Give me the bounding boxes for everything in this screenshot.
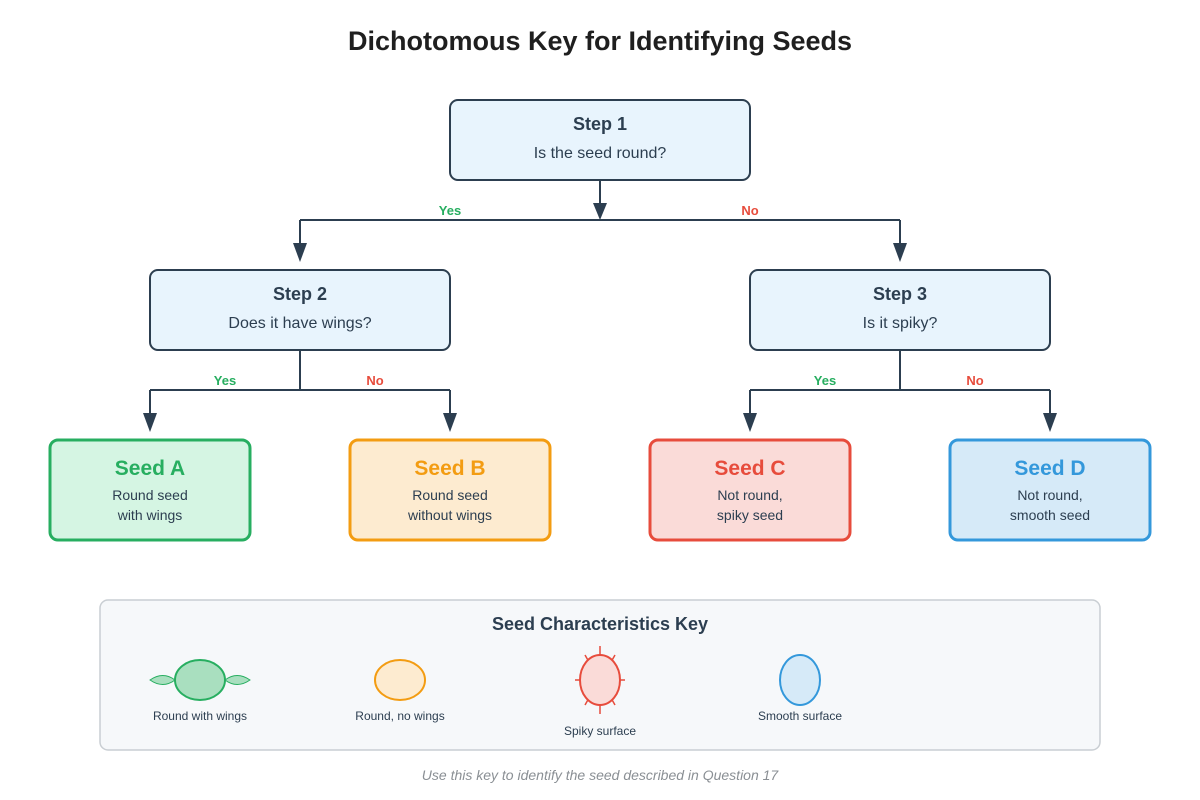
connectors-step3	[743, 350, 1057, 432]
key-label-round-no-wings: Round, no wings	[355, 709, 444, 723]
key-label-spiky-surface: Spiky surface	[564, 724, 636, 738]
seed-c-name: Seed C	[714, 457, 785, 480]
key-label-smooth-surface: Smooth surface	[758, 709, 842, 723]
seed-c-desc-line2: spiky seed	[717, 507, 783, 523]
step-1-title: Step 1	[573, 114, 627, 134]
winged-seed-icon	[149, 659, 251, 701]
branch-label-no: No	[966, 373, 983, 388]
branch-label-yes: Yes	[439, 203, 461, 218]
smooth-seed-icon	[779, 654, 821, 706]
seed-d-box: Seed D Not round, smooth seed	[948, 438, 1152, 542]
seed-a-name: Seed A	[115, 457, 185, 480]
spiky-seed-icon	[575, 646, 625, 714]
step-2-box: Step 2 Does it have wings?	[149, 269, 451, 351]
step-2-title: Step 2	[273, 284, 327, 304]
connectors-step2	[143, 350, 457, 432]
seed-c-box: Seed C Not round, spiky seed	[648, 438, 852, 542]
seed-a-desc-line2: with wings	[117, 507, 183, 523]
step-2-question: Does it have wings?	[228, 315, 371, 332]
seed-b-desc-line2: without wings	[407, 507, 492, 523]
seed-d-desc-line2: smooth seed	[1010, 507, 1090, 523]
round-seed-icon	[374, 659, 426, 701]
step-3-box: Step 3 Is it spiky?	[749, 269, 1051, 351]
seed-b-desc-line1: Round seed	[412, 487, 488, 503]
characteristics-key-panel: Seed Characteristics Key Round with wing…	[99, 599, 1101, 751]
seed-a-box: Seed A Round seed with wings	[48, 438, 252, 542]
seed-d-desc-line1: Not round,	[1017, 487, 1082, 503]
key-label-round-with-wings: Round with wings	[153, 709, 247, 723]
seed-c-desc-line1: Not round,	[717, 487, 782, 503]
step-3-title: Step 3	[873, 284, 927, 304]
step-1-question: Is the seed round?	[534, 145, 667, 162]
step-3-question: Is it spiky?	[863, 315, 938, 332]
step-1-box: Step 1 Is the seed round?	[449, 99, 751, 181]
seed-d-name: Seed D	[1014, 457, 1085, 480]
branch-label-no: No	[741, 203, 758, 218]
connectors-step1	[293, 180, 907, 262]
seed-b-name: Seed B	[414, 457, 485, 480]
branch-label-yes: Yes	[214, 373, 236, 388]
seed-a-desc-line1: Round seed	[112, 487, 188, 503]
page-title: Dichotomous Key for Identifying Seeds	[348, 26, 852, 56]
branch-label-yes: Yes	[814, 373, 836, 388]
key-title: Seed Characteristics Key	[492, 614, 708, 634]
branch-label-no: No	[366, 373, 383, 388]
seed-b-box: Seed B Round seed without wings	[348, 438, 552, 542]
footer-note: Use this key to identify the seed descri…	[422, 767, 780, 783]
